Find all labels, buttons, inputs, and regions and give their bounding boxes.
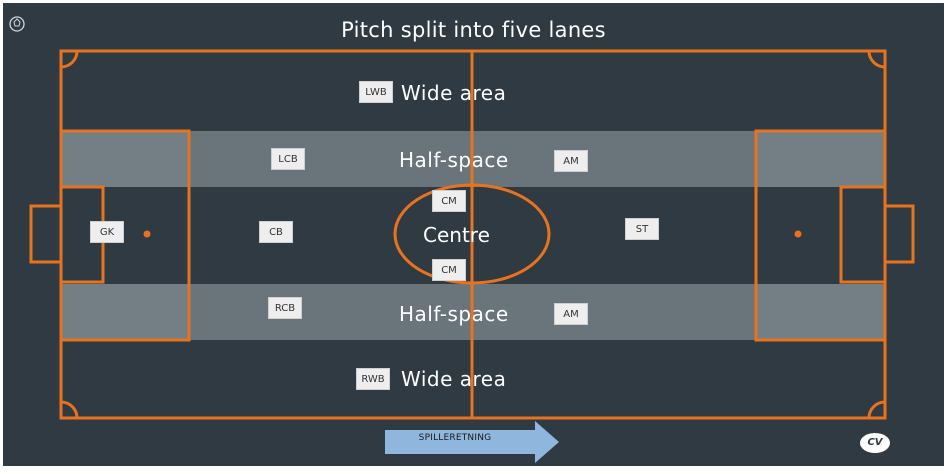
brand-logo: CV	[860, 433, 890, 453]
position-tag-cm-top: CM	[432, 190, 466, 212]
lane-label-wide-bottom: Wide area	[401, 367, 507, 391]
right-goal	[883, 204, 915, 264]
centre-circle	[393, 183, 551, 285]
play-direction-label: SPILLERETNING	[418, 433, 492, 443]
band-box-left-bottom	[61, 284, 189, 340]
corner-arc-top-right	[867, 50, 886, 69]
band-box-right-bottom	[756, 284, 885, 340]
position-tag-lwb: LWB	[359, 81, 393, 103]
position-tag-cm-bottom: CM	[432, 259, 466, 281]
play-direction-arrow	[385, 421, 559, 463]
position-tag-am-bottom: AM	[554, 303, 588, 325]
corner-arc-top-left	[60, 50, 79, 69]
band-box-right-top	[756, 131, 885, 187]
right-penalty-spot	[794, 230, 802, 238]
left-goal	[29, 204, 63, 264]
lane-label-centre: Centre	[423, 223, 490, 247]
pitch-diagram	[29, 49, 915, 420]
arrow-shape	[385, 421, 559, 463]
position-tag-rwb: RWB	[356, 368, 390, 390]
position-tag-gk: GK	[90, 221, 124, 243]
lane-label-half-space-bottom: Half-space	[399, 302, 509, 326]
band-box-left-top	[61, 131, 189, 187]
ball-logo-icon	[9, 16, 25, 32]
position-tag-lcb: LCB	[271, 148, 305, 170]
left-penalty-spot	[143, 230, 151, 238]
right-goal-area	[839, 185, 887, 284]
position-tag-am-top: AM	[554, 150, 588, 172]
diagram-canvas: Pitch split into five lanes Wide area Ha…	[3, 3, 944, 466]
lane-label-wide-top: Wide area	[401, 81, 507, 105]
lane-label-half-space-top: Half-space	[399, 148, 509, 172]
position-tag-st: ST	[625, 218, 659, 240]
position-tag-rcb: RCB	[268, 297, 302, 319]
corner-arc-bottom-left	[60, 400, 79, 419]
diagram-title: Pitch split into five lanes	[341, 18, 606, 42]
corner-arc-bottom-right	[867, 400, 886, 419]
position-tag-cb: CB	[259, 221, 293, 243]
